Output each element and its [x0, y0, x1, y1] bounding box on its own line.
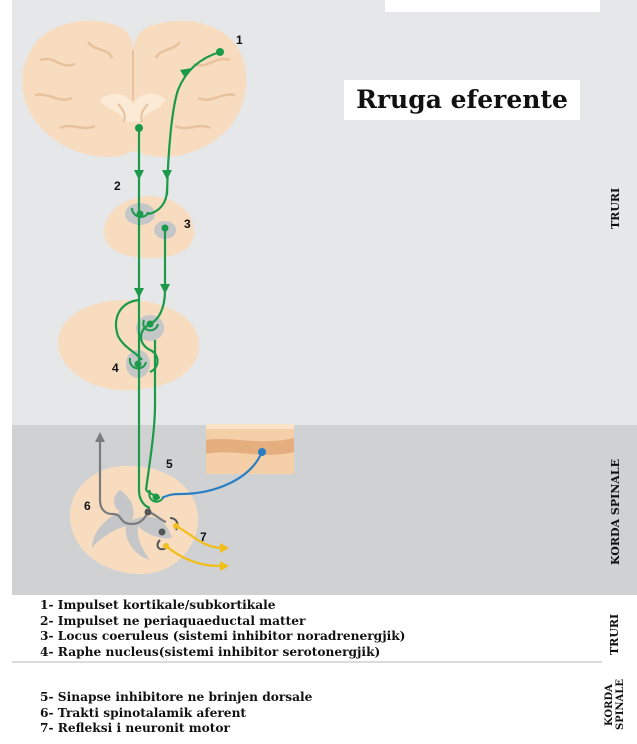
marker-5: 5: [166, 457, 173, 471]
marker-3: 3: [184, 217, 191, 231]
marker-2: 2: [114, 179, 121, 193]
legend-item: 2- Impulset ne periaquaeductal matter: [40, 614, 405, 630]
legend-item: 3- Locus coeruleus (sistemi inhibitor no…: [40, 629, 405, 645]
marker-6: 6: [84, 499, 91, 513]
legend-item: 6- Trakti spinotalamik aferent: [40, 706, 312, 722]
legend-spinal-list: 5- Sinapse inhibitore ne brinjen dorsale…: [40, 690, 312, 737]
top-white-strip: [385, 0, 600, 12]
brain-side-label: TRURI: [609, 178, 629, 238]
legend-item: 5- Sinapse inhibitore ne brinjen dorsale: [40, 690, 312, 706]
legend-item: 7- Refleksi i neuronit motor: [40, 721, 312, 737]
diagram-title: Rruga eferente: [344, 80, 580, 120]
marker-4: 4: [112, 361, 119, 375]
legend-item: 1- Impulset kortikale/subkortikale: [40, 598, 405, 614]
spinal-side-label: KORDA SPINALE: [609, 442, 629, 582]
skin-tissue: [206, 424, 294, 474]
marker-7: 7: [200, 530, 207, 544]
medulla-slice: [58, 300, 199, 390]
legend-brain-list: 1- Impulset kortikale/subkortikale 2- Im…: [40, 598, 405, 660]
marker-1: 1: [236, 33, 243, 47]
legend-item: 4- Raphe nucleus(sistemi inhibitor serot…: [40, 645, 405, 661]
legend-spinal-side-label: KORDA SPINALE: [604, 672, 634, 738]
legend-spinal-side-label-line2: SPINALE: [615, 680, 626, 731]
legend-spinal-side-label-line1: KORDA: [604, 684, 615, 726]
legend-brain-side-label: TRURI: [608, 604, 628, 664]
